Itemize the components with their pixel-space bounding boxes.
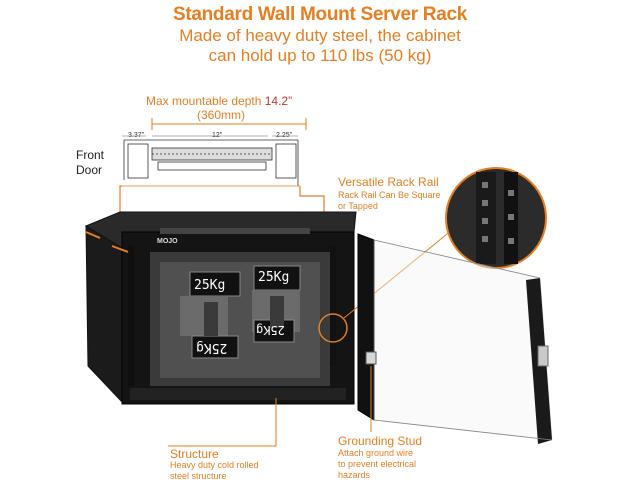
max-depth-text: Max mountable depth — [146, 94, 262, 108]
subtitle-line-1: Made of heavy duty steel, the cabinet — [179, 26, 461, 45]
page-title: Standard Wall Mount Server Rack — [172, 4, 468, 25]
brand-logo: MOJO — [157, 238, 178, 245]
structure-title: Structure — [170, 447, 219, 461]
rack-rail-zoom — [445, 167, 547, 269]
rack-rail-title: Versatile Rack Rail — [338, 175, 439, 189]
rack-rail-body: Rack Rail Can Be Square or Tapped — [338, 190, 441, 212]
structure-body-line-2: steel structure — [170, 471, 227, 480]
rack-rail-body-line-2: or Tapped — [338, 201, 378, 211]
side-accent-1 — [85, 231, 101, 239]
subtitle-line-2: can hold up to 110 lbs (50 kg) — [208, 46, 432, 65]
weight-label-4: 25Kg — [256, 323, 285, 337]
weight-label-2: 25Kg — [258, 270, 290, 285]
dim-mid-label: 12” — [212, 132, 223, 139]
grounding-stud — [365, 351, 377, 365]
max-depth-value: 14.2” — [264, 94, 293, 108]
side-accent-2 — [111, 245, 129, 253]
structure-body-line-1: Heavy duty cold rolled — [170, 460, 259, 470]
front-door-line-2: Door — [76, 163, 103, 177]
front-door-label: Front Door — [76, 148, 104, 178]
front-door-line-1: Front — [76, 148, 105, 162]
grounding-body-line-3: hazards — [338, 470, 371, 480]
top-view-drawing — [122, 135, 300, 187]
depth-bracket — [151, 118, 307, 130]
dim-right-label: 2.25” — [276, 132, 292, 139]
page-subtitle: Made of heavy duty steel, the cabinet ca… — [120, 26, 520, 66]
rack-rail-highlight — [318, 313, 348, 343]
max-depth-label: Max mountable depth 14.2” — [146, 94, 292, 108]
max-depth-mm: (360mm) — [197, 108, 246, 122]
grounding-body: Attach ground wire to prevent electrical… — [338, 448, 416, 480]
open-door — [357, 233, 553, 444]
dim-left-label: 3.37” — [128, 132, 144, 139]
rack-rail-body-line-1: Rack Rail Can Be Square — [338, 190, 441, 200]
weight-label-1: 25Kg — [194, 278, 226, 293]
grounding-body-line-1: Attach ground wire — [338, 448, 414, 458]
grounding-title: Grounding Stud — [338, 434, 423, 448]
weight-label-3: 25Kg — [196, 340, 228, 355]
grounding-body-line-2: to prevent electrical — [338, 459, 417, 469]
structure-body: Heavy duty cold rolled steel structure — [170, 460, 259, 480]
weights — [180, 265, 301, 359]
